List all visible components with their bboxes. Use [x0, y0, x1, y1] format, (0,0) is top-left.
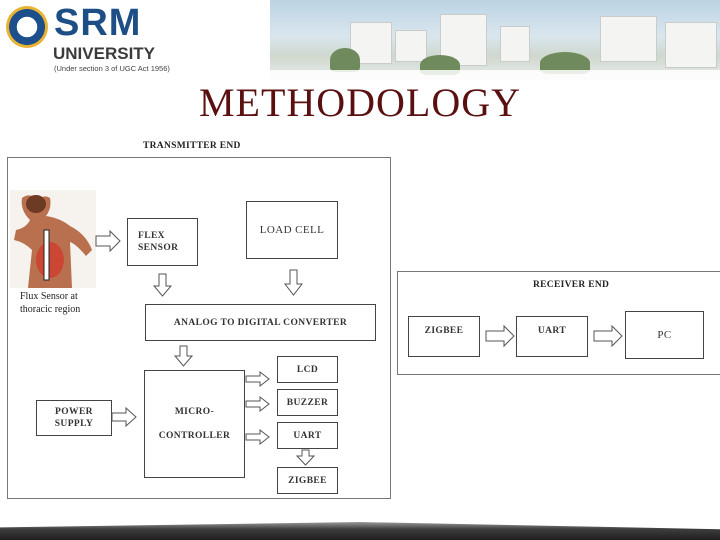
- arrow-rx-zigbee-to-uart: [485, 324, 515, 348]
- transmitter-heading: TRANSMITTER END: [143, 141, 241, 151]
- adc-block: ANALOG TO DIGITAL CONVERTER: [145, 304, 376, 341]
- arrow-mcu-to-buzzer: [245, 395, 270, 413]
- university-seal-icon: [6, 6, 48, 48]
- arrow-mcu-to-lcd: [245, 370, 270, 388]
- receiver-heading: RECEIVER END: [533, 280, 610, 290]
- arrow-power-to-mcu: [111, 406, 137, 428]
- arrow-loadcell-to-adc: [283, 269, 304, 296]
- lcd-block: LCD: [277, 356, 338, 383]
- rx-zigbee-block: ZIGBEE: [408, 316, 480, 357]
- photo-caption-line1: Flux Sensor at: [20, 291, 78, 302]
- arrow-mcu-to-uart: [245, 428, 270, 446]
- tx-uart-block: UART: [277, 422, 338, 449]
- arrow-flex-to-adc: [152, 273, 173, 297]
- load-cell-block: LOAD CELL: [246, 201, 338, 259]
- campus-photo: [270, 0, 720, 80]
- transmitter-frame: [7, 157, 391, 499]
- arrow-adc-to-mcu: [173, 345, 194, 367]
- photo-caption: Flux Sensor at thoracic region: [20, 290, 80, 316]
- arrow-uart-to-zigbee: [295, 449, 316, 466]
- logo-subtitle: (Under section 3 of UGC Act 1956): [54, 64, 170, 73]
- footer-bar: [0, 522, 720, 540]
- receiver-frame: [397, 271, 720, 375]
- pc-block: PC: [625, 311, 704, 359]
- buzzer-block: BUZZER: [277, 389, 338, 416]
- microcontroller-block: MICRO- CONTROLLER: [144, 370, 245, 478]
- photo-caption-line2: thoracic region: [20, 304, 81, 315]
- power-supply-block: POWER SUPPLY: [36, 400, 112, 436]
- back-photo-icon: [10, 190, 96, 288]
- header-banner: SRM UNIVERSITY (Under section 3 of UGC A…: [0, 0, 720, 80]
- rx-uart-block: UART: [516, 316, 588, 357]
- logo-university: UNIVERSITY: [53, 44, 156, 63]
- slide-title: METHODOLOGY: [198, 80, 522, 125]
- arrow-rx-uart-to-pc: [593, 324, 623, 348]
- tx-zigbee-block: ZIGBEE: [277, 467, 338, 494]
- logo-name: SRM: [54, 2, 142, 44]
- arrow-photo-to-flex: [95, 229, 121, 253]
- flex-sensor-block: FLEX SENSOR: [127, 218, 198, 266]
